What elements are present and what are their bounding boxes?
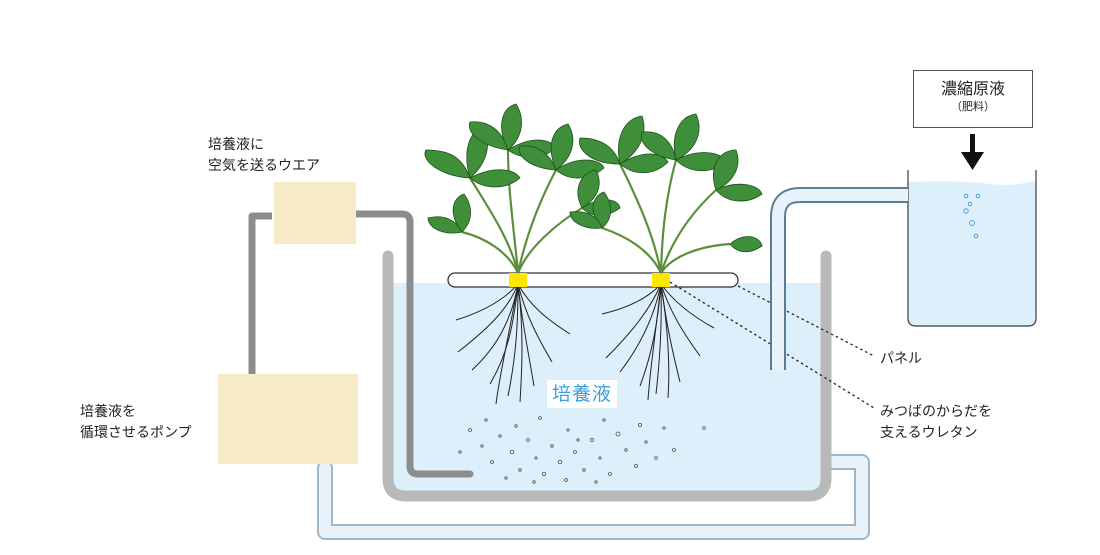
down-arrow-icon — [961, 134, 984, 170]
plant-left — [424, 103, 621, 274]
label-urethane: みつばのからだを 支えるウレタン — [880, 402, 992, 444]
label-air-pump-line1: 培養液に — [208, 137, 264, 153]
label-circulation-pump-line1: 培養液を — [80, 404, 136, 420]
air-bubbles — [458, 416, 706, 484]
roots-right — [601, 283, 715, 401]
air-pump-box — [274, 182, 356, 244]
circulation-pump-box — [218, 374, 358, 464]
label-urethane-line2: 支えるウレタン — [880, 425, 978, 441]
label-culture-solution: 培養液 — [547, 380, 618, 408]
leader-panel — [737, 285, 875, 357]
urethane-holder-right — [652, 273, 670, 287]
air-tube — [248, 210, 474, 478]
leader-urethane — [669, 281, 875, 409]
label-panel: パネル — [880, 351, 922, 367]
fertilizer-supply-tube — [770, 187, 908, 371]
urethane-holder-left — [509, 273, 527, 287]
label-air-pump: 培養液に 空気を送るウエア — [208, 135, 320, 177]
label-air-pump-line2: 空気を送るウエア — [208, 158, 320, 174]
roots-left — [455, 283, 571, 405]
tank — [382, 250, 832, 502]
leader-lines — [669, 281, 875, 409]
concentrate-subtitle: （肥料） — [951, 100, 995, 113]
concentrate-label-box: 濃縮原液 （肥料） — [913, 70, 1033, 128]
floating-panel — [447, 272, 739, 288]
label-circulation-pump: 培養液を 循環させるポンプ — [80, 402, 192, 444]
plant-right — [569, 113, 763, 274]
label-circulation-pump-line2: 循環させるポンプ — [80, 425, 192, 441]
fertilizer-tank — [907, 170, 1037, 327]
circulation-tube — [317, 454, 870, 540]
concentrate-title: 濃縮原液 — [940, 79, 1005, 98]
label-urethane-line1: みつばのからだを — [880, 404, 992, 420]
